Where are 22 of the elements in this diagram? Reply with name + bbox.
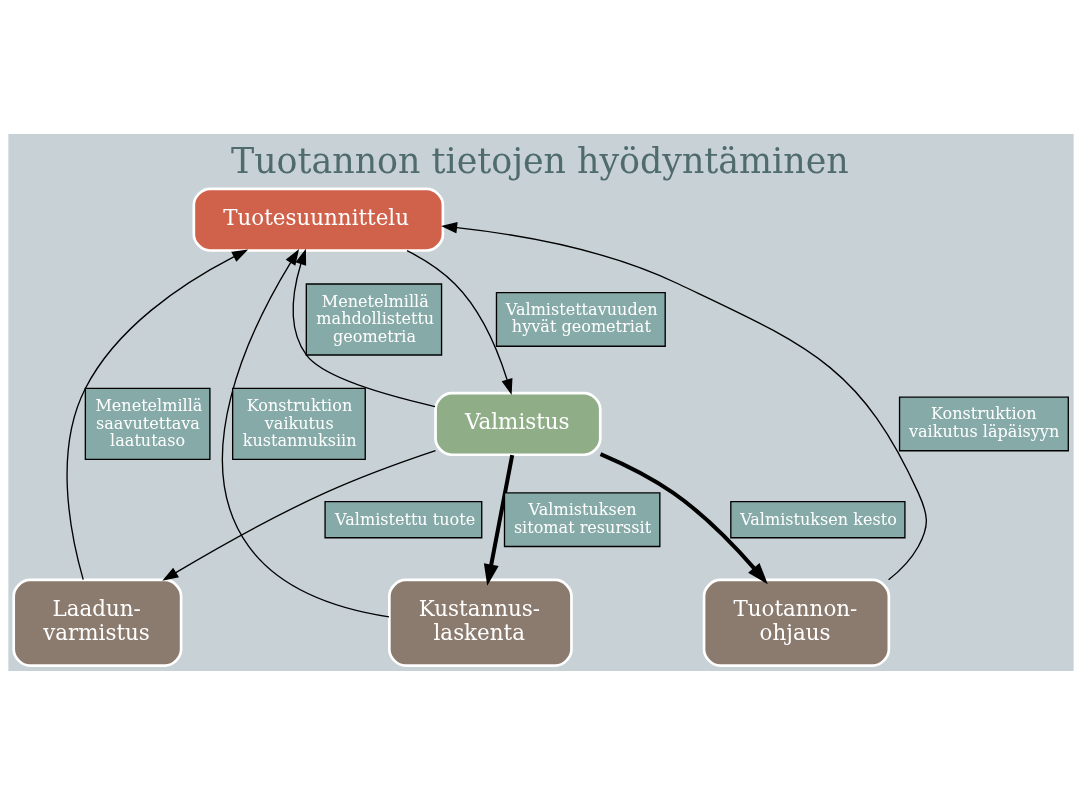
arrow [292, 248, 436, 407]
edge-label: Valmistuksen sitomat resurssit [513, 499, 652, 537]
edge-label: Menetelmillä mahdollistettu geometria [316, 291, 435, 346]
node-box: Tuotesuunnittelu [192, 187, 445, 252]
arrow [441, 221, 928, 580]
node-box: Laadun- varmistus [12, 578, 183, 667]
arrow [162, 449, 437, 581]
edge-label: Valmistettavuuden hyvät geometriat [505, 299, 658, 336]
arrow [599, 451, 768, 584]
arrow [483, 454, 515, 586]
arrow [222, 248, 390, 618]
edge-label: Valmistuksen kesto [740, 509, 897, 528]
arrow [66, 249, 249, 580]
edge-label: Menetelmillä saavutettava laatutaso [95, 395, 203, 450]
arrow [406, 249, 513, 395]
node-box: Kustannus- laskenta [388, 578, 573, 667]
edge-label: Konstruktion vaikutus kustannuksiin [242, 395, 357, 450]
node-box: Valmistus [434, 391, 602, 456]
diagram-title: Tuotannon tietojen hyödyntäminen [230, 140, 849, 181]
edge-label: Konstruktion vaikutus läpäisyyn [908, 403, 1060, 441]
node-box: Tuotannon- ohjaus [702, 578, 891, 667]
edge-label: Valmistettu tuote [335, 509, 476, 528]
